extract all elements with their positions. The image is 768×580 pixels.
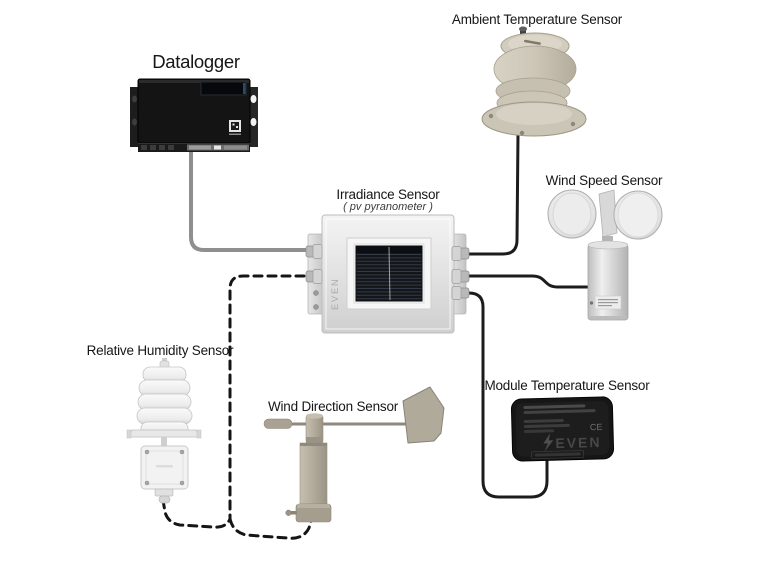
datalogger-label-strip bbox=[187, 144, 249, 151]
vane-arm bbox=[288, 422, 433, 426]
datalogger-connectors bbox=[141, 145, 174, 150]
qr-code-label bbox=[229, 120, 241, 135]
wire-irradiance-to-ambient-temp bbox=[457, 132, 520, 256]
irradiance-left-connectors bbox=[305, 244, 323, 310]
wire-irradiance-to-module-temp bbox=[455, 291, 549, 499]
brand-logo-text: EVEN bbox=[555, 434, 602, 451]
wind-direction-sensor-device bbox=[263, 386, 445, 523]
datalogger-display-panel bbox=[200, 81, 247, 96]
irradiance-vertical-brand-text: EVEN bbox=[330, 277, 340, 310]
wind-speed-sensor-device bbox=[547, 189, 663, 321]
wind-direction-body bbox=[299, 442, 328, 505]
anemometer-hub-blade bbox=[598, 189, 618, 238]
wire-irradiance-to-wind-speed bbox=[457, 274, 594, 289]
wire-dashed-irradiance-to-junction bbox=[228, 274, 320, 521]
ce-mark-text: CE bbox=[590, 422, 603, 432]
label-module-temperature-sensor: Module Temperature Sensor bbox=[484, 378, 650, 393]
module-temperature-sensor-device: CE EVEN bbox=[510, 396, 615, 462]
label-irradiance-sensor: Irradiance Sensor bbox=[336, 187, 440, 202]
label-relative-humidity-sensor: Relative Humidity Sensor bbox=[86, 343, 234, 358]
radiation-shield-stack bbox=[136, 366, 193, 436]
wire-dashed-junction-to-humidity bbox=[161, 498, 232, 529]
irradiance-right-connectors bbox=[451, 246, 470, 300]
label-datalogger: Datalogger bbox=[152, 51, 240, 72]
wires bbox=[161, 132, 594, 540]
brand-bolt-icon bbox=[543, 433, 554, 452]
irradiance-sensor-device: EVEN bbox=[305, 214, 470, 334]
datalogger-device bbox=[130, 78, 258, 152]
vane-fin bbox=[402, 386, 445, 444]
cable-gland bbox=[154, 488, 174, 504]
label-irradiance-subtitle: ( pv pyranometer ) bbox=[343, 201, 433, 213]
relative-humidity-sensor-device bbox=[126, 358, 202, 504]
label-wind-speed-sensor: Wind Speed Sensor bbox=[545, 173, 663, 188]
label-wind-direction-sensor: Wind Direction Sensor bbox=[267, 399, 399, 414]
wind-speed-spec-label bbox=[589, 295, 622, 310]
ambient-temperature-sensor-device bbox=[481, 26, 587, 137]
wire-dashed-junction-to-wind-direction bbox=[228, 512, 315, 540]
label-ambient-temperature-sensor: Ambient Temperature Sensor bbox=[451, 12, 623, 27]
wire-datalogger-to-irradiance bbox=[189, 146, 320, 252]
vane-counterweight bbox=[263, 418, 293, 429]
module-temp-text-lines bbox=[523, 404, 596, 433]
